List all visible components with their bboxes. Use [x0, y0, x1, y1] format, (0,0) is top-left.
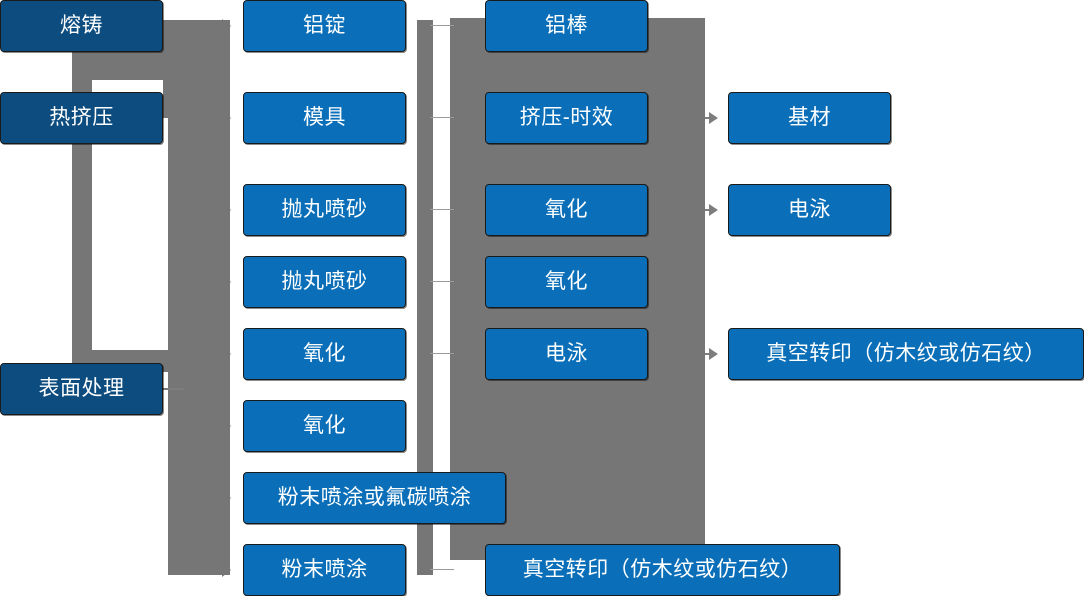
input-node-mold[interactable]: 模具 — [243, 90, 408, 144]
input-node-oxidation-2[interactable]: 氧化 — [243, 398, 408, 452]
input-node-powder-or-fluorocarbon-coating[interactable]: 粉末喷涂或氟碳喷涂 — [243, 470, 508, 524]
input-node-shot-blasting-2[interactable]: 抛丸喷砂 — [243, 254, 408, 308]
caret-to-surface-treatment — [72, 343, 88, 353]
arrow-stage-to-input-6 — [222, 419, 231, 433]
stage-to-input-link-melting — [163, 20, 183, 118]
tick-input-process-4 — [430, 281, 454, 282]
tick-input-process-2 — [430, 117, 454, 118]
process-node-vacuum-transfer-printing[interactable]: 真空转印（仿木纹或仿石纹） — [485, 542, 842, 596]
stage-node-melting[interactable]: 熔铸 — [0, 0, 163, 52]
arrow-stage-to-input-1 — [222, 19, 231, 33]
arrow-stage-to-input-8 — [222, 563, 231, 577]
arrow-process-to-output-2 — [709, 204, 718, 216]
process-node-aluminum-bar[interactable]: 铝棒 — [485, 0, 648, 52]
process-node-oxidation-1[interactable]: 氧化 — [485, 182, 650, 236]
process-node-oxidation-2[interactable]: 氧化 — [485, 254, 650, 308]
arrow-stage-to-input-3 — [222, 203, 231, 217]
arrow-process-to-output-1 — [709, 112, 718, 124]
caret-melting-to-extrusion — [72, 73, 88, 83]
input-node-aluminum-ingot[interactable]: 铝锭 — [243, 0, 406, 52]
process-node-extrusion-aging[interactable]: 挤压-时效 — [485, 90, 650, 144]
input-node-powder-coating[interactable]: 粉末喷涂 — [243, 542, 408, 596]
arrow-stage-to-input-5 — [222, 347, 231, 361]
arrow-stage-to-input-2 — [222, 111, 231, 125]
output-node-electrophoresis[interactable]: 电泳 — [728, 182, 893, 236]
output-node-base-material[interactable]: 基材 — [728, 90, 893, 144]
stage-to-input-link-surface — [160, 388, 184, 390]
stage-node-surface-treatment[interactable]: 表面处理 — [0, 361, 165, 415]
arrow-stage-to-input-4 — [222, 275, 231, 289]
process-node-electrophoresis[interactable]: 电泳 — [485, 326, 650, 380]
arrow-process-to-output-3 — [709, 348, 718, 360]
stage-node-hot-extrusion[interactable]: 热挤压 — [0, 90, 165, 144]
output-node-vacuum-transfer-printing[interactable]: 真空转印（仿木纹或仿石纹） — [728, 326, 1084, 380]
input-to-process-bar-left — [417, 20, 433, 575]
tick-input-process-1 — [430, 25, 454, 26]
input-node-shot-blasting-1[interactable]: 抛丸喷砂 — [243, 182, 408, 236]
tick-input-process-5 — [430, 353, 454, 354]
input-node-oxidation-1[interactable]: 氧化 — [243, 326, 408, 380]
tick-input-process-6 — [430, 569, 454, 570]
tick-input-process-3 — [430, 209, 454, 210]
stage-to-input-connector-mid-stub — [72, 80, 92, 350]
arrow-stage-to-input-7 — [222, 491, 231, 505]
